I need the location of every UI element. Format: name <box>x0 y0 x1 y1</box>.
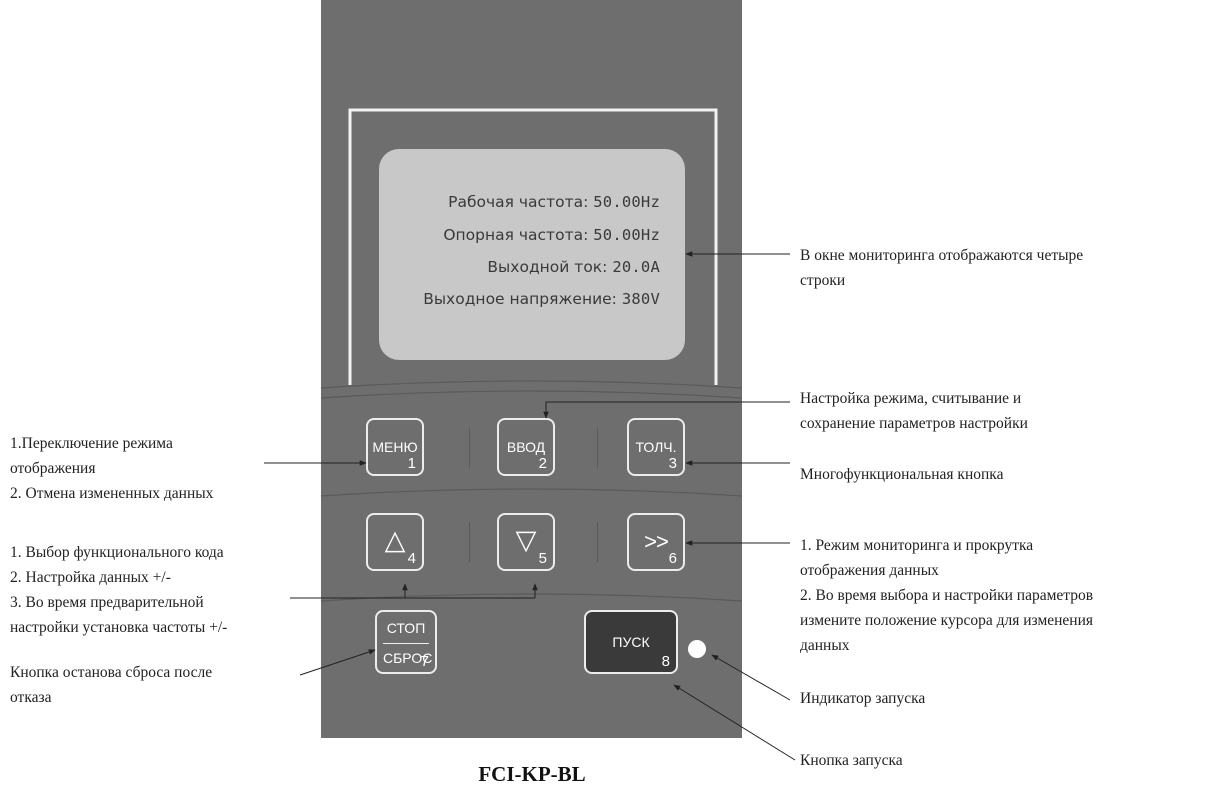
key-separator <box>469 522 470 562</box>
double-chevron-right-icon: >> <box>644 529 669 554</box>
run-key-number: 8 <box>661 653 670 670</box>
annotation-line: измените положение курсора для изменения <box>800 612 1094 629</box>
up-key-number: 4 <box>407 550 416 567</box>
annotation-line: сохранение параметров настройки <box>800 415 1028 432</box>
annotation-line: В окне мониторинга отображаются четыре <box>800 247 1084 264</box>
annotation-line: 1. Режим мониторинга и прокрутка <box>800 537 1034 554</box>
menu-key[interactable]: МЕНЮ 1 <box>366 418 424 476</box>
annotation-line: 1. Выбор функционального кода <box>10 544 224 561</box>
jog-key-number: 3 <box>668 455 677 472</box>
down-key[interactable]: ▽ 5 <box>497 513 555 571</box>
lcd-row-value: 20.0A <box>612 258 660 276</box>
annotation-menu: 1.Переключение режима отображения 2. Отм… <box>10 431 213 506</box>
lcd-row-value: 380V <box>621 290 660 308</box>
run-key[interactable]: ПУСК 8 <box>584 610 678 674</box>
annotation-line: Индикатор запуска <box>800 690 926 707</box>
lcd-row-1: Рабочая частота: 50.00Hz <box>448 190 660 214</box>
annotation-run-led: Индикатор запуска <box>800 686 925 711</box>
annotation-line: 2. Во время выбора и настройки параметро… <box>800 587 1094 604</box>
down-key-number: 5 <box>538 550 547 567</box>
key-separator <box>597 428 598 468</box>
menu-key-label: МЕНЮ <box>372 439 418 455</box>
key-separator <box>469 428 470 468</box>
panel-arc-2 <box>320 390 743 399</box>
lcd-row-label: Выходной ток: <box>487 258 608 276</box>
shift-key-number: 6 <box>668 550 677 567</box>
run-key-label: ПУСК <box>612 634 650 650</box>
lcd-row-label: Опорная частота: <box>443 226 589 244</box>
enter-key-number: 2 <box>538 455 547 472</box>
annotation-line: отображения данных <box>800 562 939 579</box>
lcd-screen <box>379 149 685 360</box>
stop-label: СТОП <box>386 620 426 636</box>
annotation-monitor: В окне мониторинга отображаются четыре с… <box>800 243 1083 293</box>
panel-arc-4 <box>320 593 743 602</box>
lcd-row-label: Выходное напряжение: <box>423 290 617 308</box>
annotation-line: Кнопка запуска <box>800 752 903 769</box>
annotation-line: Кнопка останова сброса после <box>10 664 213 681</box>
panel-arc-1 <box>320 380 743 389</box>
lcd-row-3: Выходной ток: 20.0A <box>487 255 660 279</box>
annotation-line: отображения <box>10 460 96 477</box>
annotation-line: данных <box>800 637 850 654</box>
stop-key-number: 7 <box>420 653 429 670</box>
run-indicator-led <box>688 640 706 658</box>
annotation-updown: 1. Выбор функционального кода 2. Настрой… <box>10 540 227 640</box>
down-arrow-icon: ▽ <box>515 525 537 555</box>
annotation-stop: Кнопка останова сброса после отказа <box>10 660 212 710</box>
panel-arc-3 <box>320 488 743 497</box>
menu-key-number: 1 <box>407 455 416 472</box>
lcd-row-value: 50.00Hz <box>593 193 660 211</box>
stop-reset-key[interactable]: СТОП СБРОС 7 <box>375 610 437 674</box>
lcd-row-4: Выходное напряжение: 380V <box>423 287 660 311</box>
annotation-line: Настройка режима, считывание и <box>800 390 1022 407</box>
annotation-line: строки <box>800 272 846 289</box>
annotation-line: Многофункциональная кнопка <box>800 466 1004 483</box>
stop-reset-divider <box>383 643 429 644</box>
jog-key[interactable]: ТОЛЧ. 3 <box>627 418 685 476</box>
annotation-line: 3. Во время предварительной <box>10 594 204 611</box>
annotation-jog: Многофункциональная кнопка <box>800 462 1003 487</box>
shift-key[interactable]: >> 6 <box>627 513 685 571</box>
lcd-row-2: Опорная частота: 50.00Hz <box>443 223 660 247</box>
enter-key-label: ВВОД <box>506 439 546 455</box>
annotation-line: 2. Настройка данных +/- <box>10 569 171 586</box>
lcd-row-value: 50.00Hz <box>593 226 660 244</box>
model-caption: FCI-KP-BL <box>478 762 586 786</box>
annotation-line: отказа <box>10 689 52 706</box>
up-arrow-icon: △ <box>384 525 406 555</box>
enter-key[interactable]: ВВОД 2 <box>497 418 555 476</box>
jog-key-label: ТОЛЧ. <box>635 439 677 455</box>
key-separator <box>597 522 598 562</box>
annotation-enter: Настройка режима, считывание и сохранени… <box>800 386 1028 436</box>
annotation-line: 2. Отмена измененных данных <box>10 485 214 502</box>
annotation-run-key: Кнопка запуска <box>800 748 903 773</box>
up-key[interactable]: △ 4 <box>366 513 424 571</box>
reset-label: СБРОС <box>383 650 433 666</box>
annotation-shift: 1. Режим мониторинга и прокрутка отображ… <box>800 533 1093 658</box>
lcd-row-label: Рабочая частота: <box>448 193 589 211</box>
annotation-line: настройки установка частоты +/- <box>10 619 228 636</box>
annotation-line: 1.Переключение режима <box>10 435 173 452</box>
display-bezel <box>348 108 718 385</box>
